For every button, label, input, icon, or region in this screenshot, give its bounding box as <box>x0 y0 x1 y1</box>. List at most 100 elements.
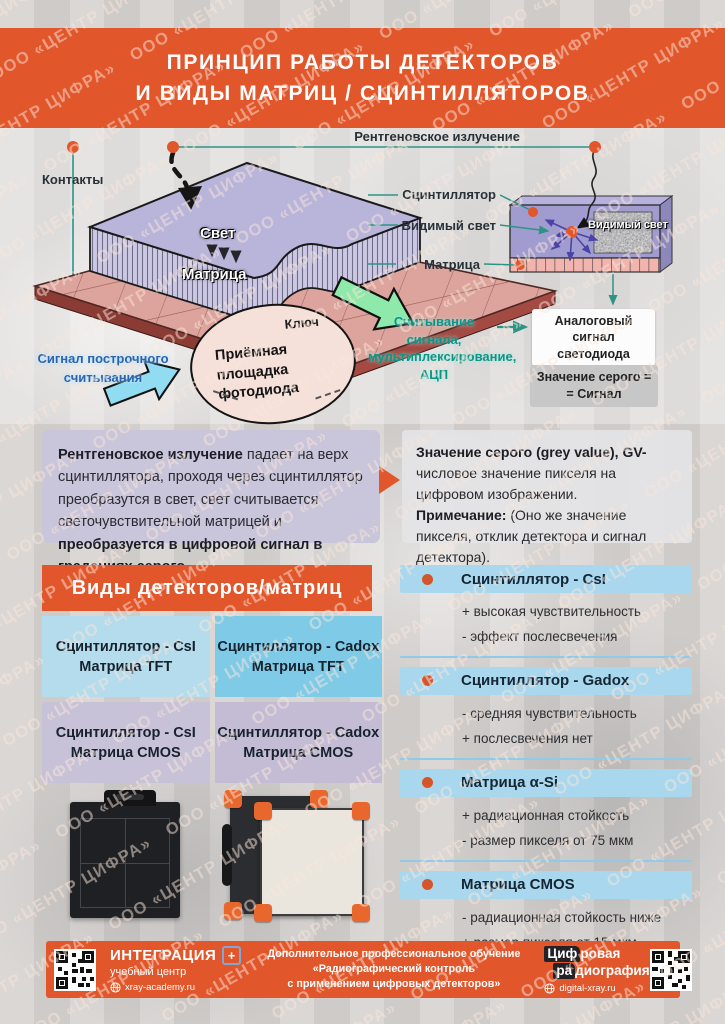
header-band: ПРИНЦИП РАБОТЫ ДЕТЕКТОРОВ И ВИДЫ МАТРИЦ … <box>0 28 725 128</box>
integration-logo: ИНТЕГРАЦИЯ + учебный центр xray-academy.… <box>110 946 242 993</box>
integration-subtitle: учебный центр <box>110 966 187 978</box>
bumper-icon <box>352 904 370 922</box>
principle-diagram: Рентгеновское излучение Контакты Сцинтил… <box>0 128 725 432</box>
property-line: + высокая чувствительность <box>462 604 642 619</box>
grey-value-line2: = Сигнал <box>566 386 622 401</box>
bumper-icon <box>224 790 242 808</box>
property-header: Сцинтиллятор - CsI <box>400 565 692 593</box>
properties-column: Сцинтиллятор - CsI + высокая чувствитель… <box>400 565 692 973</box>
signal-readout-label: Считывание сигнала, мультиплексирование,… <box>368 314 517 382</box>
globe-icon <box>544 982 555 994</box>
grey-value-box: Значение серого = = Сигнал <box>530 365 658 407</box>
logo-text: диография <box>575 962 650 978</box>
section-title-detector-types: Виды детекторов/матриц <box>42 565 372 611</box>
property-block-gadox: Сцинтиллятор - Gadox - средняя чувствите… <box>400 666 692 760</box>
footer-band: ИНТЕГРАЦИЯ + учебный центр xray-academy.… <box>46 941 692 998</box>
property-lines: + высокая чувствительность - эффект посл… <box>400 593 692 656</box>
light-3d-label: Свет <box>200 225 236 242</box>
bumper-icon <box>254 904 272 922</box>
bold-text: Значение серого (grey value), GV- <box>416 444 647 460</box>
logo-chip: ра <box>553 962 576 979</box>
contacts-label: Контакты <box>42 172 104 187</box>
property-title: Сцинтиллятор - CsI <box>461 570 606 588</box>
property-title: Матрица CMOS <box>461 876 575 894</box>
cell-line: Сцинтиллятор - Cadox <box>217 638 380 655</box>
property-line: - средняя чувствительность <box>462 705 637 721</box>
property-title: Сцинтиллятор - Gadox <box>461 672 630 690</box>
globe-icon <box>110 982 121 993</box>
detector-grip <box>222 824 232 886</box>
detector-face <box>80 818 170 908</box>
visible-light-label: Видимый свет <box>401 218 496 233</box>
rugged-detector-front-image <box>254 802 370 922</box>
watermark-text: ООО «ЦЕНТР ЦИФРА» ООО «ЦЕНТР ЦИФРА» ООО … <box>186 889 725 1024</box>
grey-value-definition: Значение серого (grey value), GV-числово… <box>416 442 678 505</box>
digital-site-url: digital-xray.ru <box>559 982 616 994</box>
play-triangle-icon <box>379 466 400 494</box>
cell-line: Сцинтиллятор - CsI <box>55 638 196 655</box>
bullet-dot-icon <box>422 675 433 687</box>
property-block-csi: Сцинтиллятор - CsI + высокая чувствитель… <box>400 565 692 658</box>
plus-icon: + <box>222 946 242 965</box>
course-line: «Радиографический контроль <box>312 962 475 975</box>
course-line: с применением цифровых детекторов» <box>287 978 501 991</box>
property-title: Матрица α-Si <box>461 774 559 792</box>
matrix-3d-label: Матрица <box>182 266 247 283</box>
analog-signal-box: Аналоговый сигнал светодиода <box>532 309 655 366</box>
bumper-icon <box>254 802 272 820</box>
cell-line: Матрица TFT <box>79 658 173 675</box>
bumper-icon <box>310 790 328 808</box>
explanation-paragraph-right: Значение серого (grey value), GV-числово… <box>402 430 692 565</box>
digital-radiography-logo: Циф ровая ра диография digital-xray.ru <box>544 945 650 994</box>
property-block-asi: Матрица α-Si + радиационная стойкость - … <box>400 768 692 862</box>
row-readout-label: Сигнал построчного считывания <box>37 351 169 385</box>
page-title-line1: ПРИНЦИП РАБОТЫ ДЕТЕКТОРОВ <box>166 50 559 74</box>
property-header: Матрица CMOS <box>400 870 692 899</box>
property-line: - размер пикселя от 75 мкм <box>462 832 634 848</box>
matrix-label: Матрица <box>424 257 480 272</box>
note-text: Примечание: (Оно же значение пикселя, от… <box>416 505 678 568</box>
detector-photos <box>42 788 382 930</box>
bullet-dot-icon <box>422 879 433 891</box>
detector-handle <box>104 790 156 806</box>
property-lines: + радиационная стойкость - размер пиксел… <box>400 797 692 860</box>
scintillator-label: Сцинтиллятор <box>402 187 496 202</box>
xray-radiation-label: Рентгеновское излучение <box>354 129 520 144</box>
cell-line: Матрица CMOS <box>70 744 181 761</box>
cell-line: Сцинтиллятор - Cadox <box>217 724 380 741</box>
divider <box>400 757 692 760</box>
visible-light-inset-label: Видимый свет <box>588 219 668 231</box>
property-header: Матрица α-Si <box>400 768 692 797</box>
property-line: + радиационная стойкость <box>462 807 630 823</box>
bold-text: Рентгеновское излучение <box>58 447 243 463</box>
flat-panel-detector-image <box>70 790 180 918</box>
type-cell-cadox-tft: Сцинтиллятор - Cadox Матрица TFT <box>214 616 382 697</box>
property-line: + послесвечения нет <box>462 730 593 746</box>
integration-name: ИНТЕГРАЦИЯ <box>110 947 217 964</box>
key-label: Ключ <box>283 313 320 332</box>
type-cell-csi-tft: Сцинтиллятор - CsI Матрица TFT <box>42 616 210 697</box>
bumper-icon <box>224 902 242 920</box>
body-text: числовое значение пикселя на цифровом из… <box>416 465 617 502</box>
course-description: Дополнительное профессиональное обучение… <box>267 947 520 992</box>
integration-site-url: xray-academy.ru <box>125 982 196 993</box>
explanation-paragraph-left: Рентгеновское излучение падает на верх с… <box>42 430 380 575</box>
property-header: Сцинтиллятор - Gadox <box>400 666 692 695</box>
type-cell-csi-cmos: Сцинтиллятор - CsI Матрица CMOS <box>42 702 210 783</box>
qr-code-icon <box>54 948 96 991</box>
cell-line: Матрица CMOS <box>243 744 354 761</box>
detector-types-grid: Сцинтиллятор - CsI Матрица TFT Сцинтилля… <box>42 616 382 783</box>
bold-text: Примечание: <box>416 507 507 523</box>
bumper-icon <box>352 802 370 820</box>
grey-value-line1: Значение серого = <box>536 370 652 384</box>
logo-text: ровая <box>580 945 621 961</box>
divider <box>400 655 692 658</box>
type-cell-cadox-cmos: Сцинтиллятор - Cadox Матрица CMOS <box>214 702 382 783</box>
cell-line: Сцинтиллятор - CsI <box>55 724 196 741</box>
page-title-line2: И ВИДЫ МАТРИЦ / СЦИНТИЛЛЯТОРОВ <box>135 81 590 105</box>
property-lines: - средняя чувствительность + послесвечен… <box>400 695 692 758</box>
property-line: - эффект послесвечения <box>462 628 618 644</box>
qr-code-icon <box>649 948 692 991</box>
divider <box>400 859 692 862</box>
